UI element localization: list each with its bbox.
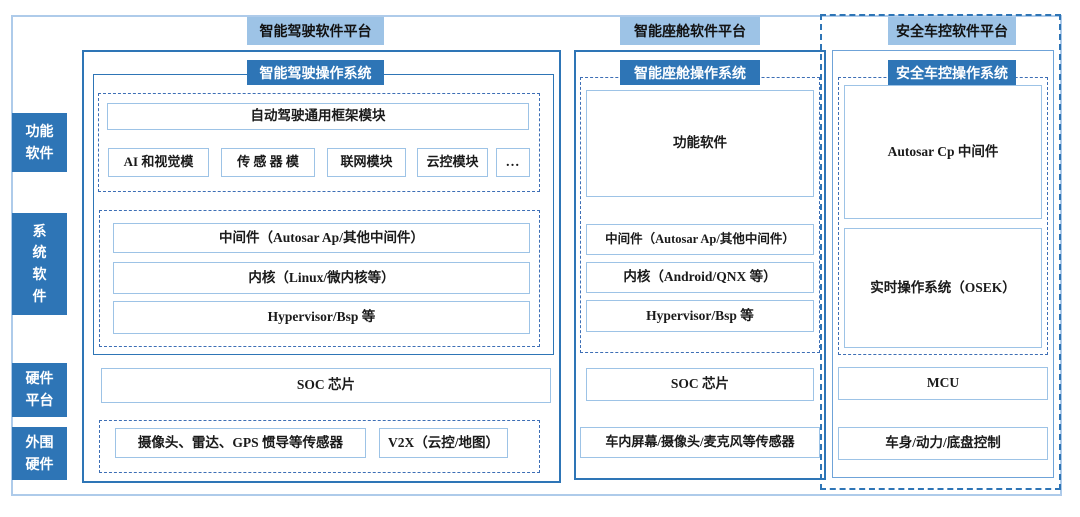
cockpit-platform-box: [574, 50, 826, 480]
driving-platform-box: [82, 50, 561, 483]
driving-platform-header: 智能驾驶软件平台: [247, 17, 384, 45]
cockpit-soc-box: SOC 芯片: [586, 368, 814, 401]
driving-module-ai-vision: AI 和视觉模: [108, 148, 209, 177]
row-label-functional-software: 功能 软件: [12, 113, 67, 172]
safety-body-control-box: 车身/动力/底盘控制: [838, 427, 1048, 460]
driving-middleware-box: 中间件（Autosar Ap/其他中间件）: [113, 223, 530, 253]
cockpit-middleware-box: 中间件（Autosar Ap/其他中间件）: [586, 224, 814, 255]
driving-framework-box: 自动驾驶通用框架模块: [107, 103, 529, 130]
driving-kernel-box: 内核（Linux/微内核等）: [113, 262, 530, 294]
driving-peripheral-group: [99, 420, 540, 473]
row-label-peripheral-hardware: 外围 硬件: [12, 427, 67, 480]
safety-rtos-box: 实时操作系统（OSEK）: [844, 228, 1042, 348]
cockpit-sensors-box: 车内屏幕/摄像头/麦克风等传感器: [580, 427, 820, 458]
safety-autosar-cp-box: Autosar Cp 中间件: [844, 85, 1042, 219]
driving-os-header: 智能驾驶操作系统: [247, 60, 384, 85]
cockpit-functional-box: 功能软件: [586, 90, 814, 197]
cockpit-hypervisor-box: Hypervisor/Bsp 等: [586, 300, 814, 332]
driving-module-cloud: 云控模块: [417, 148, 488, 177]
driving-system-group: [99, 210, 540, 347]
driving-hypervisor-box: Hypervisor/Bsp 等: [113, 301, 530, 334]
safety-platform-box: [832, 50, 1054, 478]
cockpit-os-header: 智能座舱操作系统: [620, 60, 760, 85]
driving-module-sensor: 传 感 器 模: [221, 148, 315, 177]
driving-sensors-box: 摄像头、雷达、GPS 惯导等传感器: [115, 428, 366, 458]
driving-module-more: …: [496, 148, 530, 177]
driving-v2x-box: V2X（云控/地图）: [379, 428, 508, 458]
driving-module-network: 联网模块: [327, 148, 406, 177]
row-label-system-software: 系 统 软 件: [12, 213, 67, 315]
driving-soc-box: SOC 芯片: [101, 368, 551, 403]
driving-functional-group: [98, 93, 540, 192]
safety-os-header: 安全车控操作系统: [888, 60, 1016, 85]
cockpit-platform-header: 智能座舱软件平台: [620, 17, 760, 45]
safety-platform-header: 安全车控软件平台: [888, 17, 1016, 45]
safety-platform-outer-dashed: [820, 14, 1061, 490]
row-label-hardware-platform: 硬件 平台: [12, 363, 67, 417]
safety-mcu-box: MCU: [838, 367, 1048, 400]
cockpit-kernel-box: 内核（Android/QNX 等）: [586, 262, 814, 293]
